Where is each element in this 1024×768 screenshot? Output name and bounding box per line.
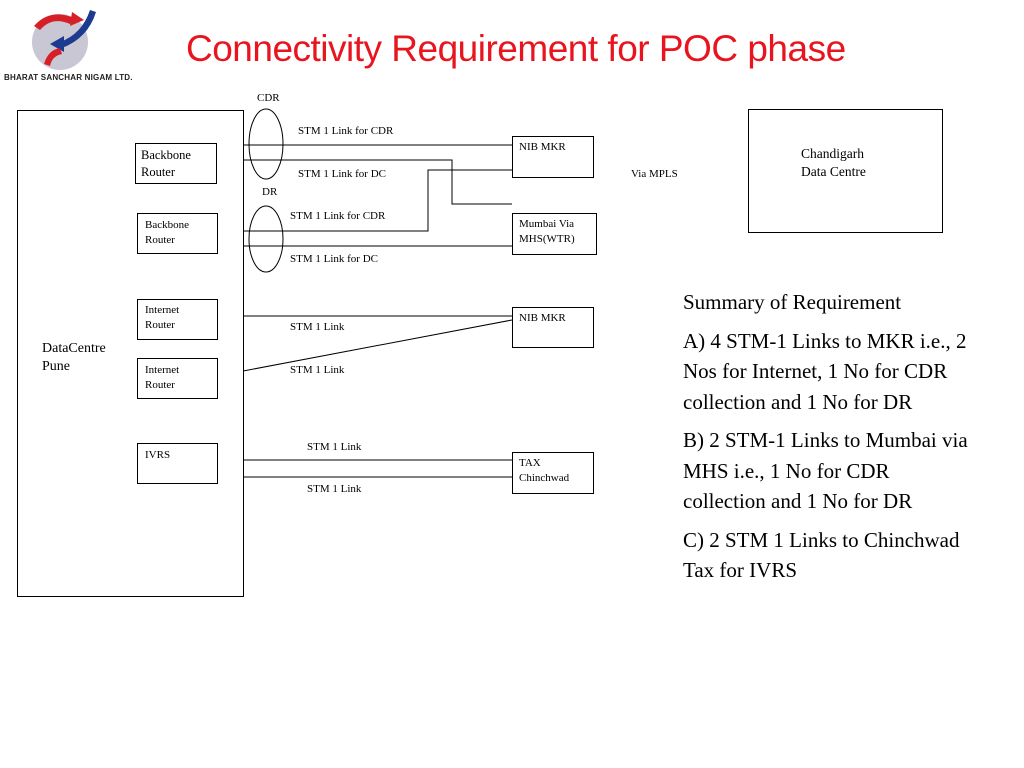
logo-red-arrowhead: [70, 12, 84, 26]
backbone-router-2: [137, 213, 218, 254]
link-label-cdr-2: STM 1 Link for CDR: [290, 210, 386, 222]
dr-group-label: DR: [262, 186, 278, 198]
page-title: Connectivity Requirement for POC phase: [186, 28, 846, 69]
summary-item-a: A) 4 STM-1 Links to MKR i.e., 2 Nos for …: [683, 328, 967, 414]
link-line-dc-1: [222, 159, 512, 205]
logo-org-name: BHARAT SANCHAR NIGAM LTD.: [4, 73, 133, 82]
nib-mkr-2-label: NIB MKR: [519, 312, 566, 324]
link-line-internet-2: [221, 319, 513, 376]
logo-red-arrow: [34, 14, 74, 30]
link-line-cdr-2: [222, 169, 512, 232]
link-label-cdr-1: STM 1 Link for CDR: [298, 125, 394, 137]
backbone-router-1: [135, 143, 217, 184]
tax-chinchwad-label: TAX Chinchwad: [519, 457, 570, 484]
nib-mkr-box-1: [512, 136, 594, 178]
dr-ellipse: [248, 205, 284, 273]
summary-panel: Summary of Requirement A) 4 STM-1 Links …: [683, 287, 973, 594]
internet-router-2: [137, 358, 218, 399]
internet-router-1: [137, 299, 218, 340]
via-mpls-label: Via MPLS: [631, 168, 678, 180]
logo-blue-arrowhead: [50, 36, 64, 52]
link-label-ivrs-2: STM 1 Link: [307, 483, 362, 495]
logo-red-tail: [44, 48, 62, 66]
ivrs-box: [137, 443, 218, 484]
link-label-internet-2: STM 1 Link: [290, 364, 345, 376]
link-label-internet-1: STM 1 Link: [290, 321, 345, 333]
link-label-dc-2: STM 1 Link for DC: [290, 253, 378, 265]
cdr-ellipse: [248, 108, 284, 180]
ivrs-label: IVRS: [145, 449, 171, 461]
chandigarh-dc-box: [748, 109, 943, 233]
link-label-dc-1: STM 1 Link for DC: [298, 168, 386, 180]
summary-item-c: C) 2 STM 1 Links to Chinchwad Tax for IV…: [683, 527, 960, 583]
bsnl-logo: [32, 10, 96, 70]
datacentre-pune-label: DataCentre Pune: [42, 341, 106, 374]
summary-heading: Summary of Requirement: [683, 290, 902, 314]
chandigarh-dc-label: Chandigarh Data Centre: [801, 146, 866, 179]
backbone-router-2-label: Backbone Router: [145, 219, 189, 246]
logo-blue-arrow: [60, 10, 96, 48]
nib-mkr-box-2: [512, 307, 594, 348]
link-label-ivrs-1: STM 1 Link: [307, 441, 362, 453]
internet-router-2-label: Internet Router: [145, 364, 180, 391]
summary-item-b: B) 2 STM-1 Links to Mumbai via MHS i.e.,…: [683, 428, 968, 513]
datacentre-pune-box: [17, 110, 244, 597]
backbone-router-1-label: Backbone Router: [141, 148, 191, 179]
mumbai-mhs-label: Mumbai Via MHS(WTR): [519, 218, 575, 245]
internet-router-1-label: Internet Router: [145, 304, 180, 331]
tax-chinchwad-box: [512, 452, 594, 494]
nib-mkr-1-label: NIB MKR: [519, 141, 566, 153]
cdr-group-label: CDR: [257, 92, 280, 104]
mumbai-mhs-box: [512, 213, 597, 255]
